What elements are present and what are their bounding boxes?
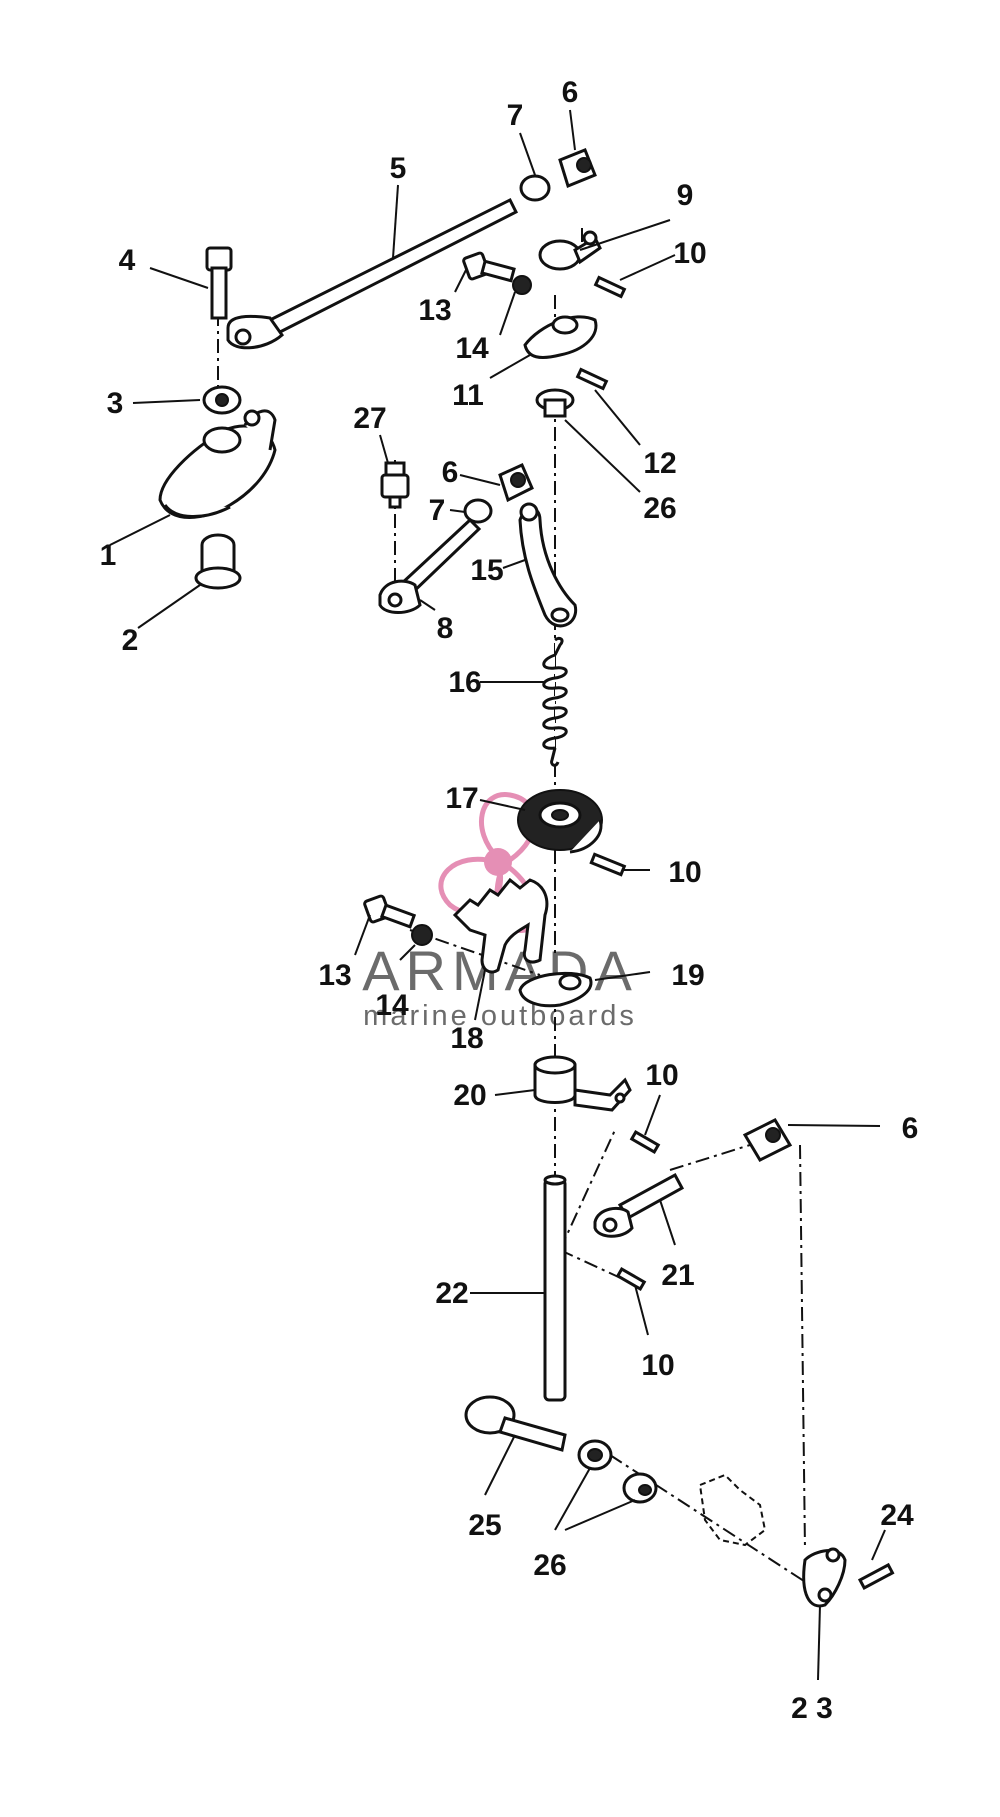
callout-25: 25: [468, 1509, 501, 1542]
part-3-nut: [202, 385, 242, 415]
callout-8: 8: [437, 612, 454, 645]
part-10-pin: [593, 275, 627, 299]
phantom-bracket: [698, 1473, 767, 1547]
part-10-pin-c: [629, 1129, 661, 1155]
part-6-ball-socket-b: [498, 463, 534, 503]
callout-labels: 4 5 7 6 9 10 13 14 3 11 12 26 27 6 7 1 1…: [100, 76, 919, 1725]
part-2-bushing: [194, 533, 242, 590]
part-24-pin: [857, 1562, 895, 1590]
callout-2: 2: [122, 624, 139, 657]
part-25-bolt: [464, 1395, 567, 1452]
part-13-screw-b: [363, 894, 417, 929]
callout-11: 11: [452, 379, 484, 412]
part-10-pin-b: [589, 852, 627, 877]
part-15-arm: [518, 502, 578, 628]
part-22-shaft: [543, 1174, 567, 1402]
callout-10-b: 10: [668, 856, 701, 889]
callout-16: 16: [448, 666, 481, 699]
part-6-ball-socket-c: [742, 1118, 793, 1162]
part-8-link: [378, 517, 482, 614]
part-27-fitting: [380, 461, 410, 509]
part-26-bushing: [535, 388, 575, 418]
part-11-lever-arm: [523, 315, 598, 359]
callout-6: 6: [562, 76, 579, 109]
callout-24: 24: [880, 1499, 914, 1532]
part-21-rod-end: [593, 1172, 685, 1238]
part-7-nut: [519, 174, 551, 202]
callout-21: 21: [661, 1259, 694, 1292]
callout-26-b: 26: [533, 1549, 566, 1582]
callout-14: 14: [455, 332, 489, 365]
part-10-pin-d: [615, 1266, 647, 1292]
part-9-lever: [538, 230, 602, 271]
callout-19: 19: [671, 959, 704, 992]
callout-3: 3: [107, 387, 124, 420]
callout-9: 9: [677, 179, 694, 212]
part-1-housing: [158, 409, 277, 519]
callout-4: 4: [119, 244, 136, 277]
part-13-screw: [462, 251, 516, 283]
leader-lines: [109, 109, 886, 1681]
callout-13-b: 13: [318, 959, 351, 992]
callout-1: 1: [100, 539, 117, 572]
callout-15: 15: [470, 554, 503, 587]
part-12-pin: [575, 367, 609, 391]
callout-7-b: 7: [429, 494, 446, 527]
part-16-spring: [542, 636, 568, 767]
part-19-collar: [518, 971, 593, 1008]
part-18-bracket: [452, 877, 549, 974]
callout-27: 27: [353, 402, 386, 435]
callout-10-c: 10: [645, 1059, 678, 1092]
callout-7: 7: [507, 99, 524, 132]
callout-20: 20: [453, 1079, 486, 1112]
part-20-lever-collar: [533, 1055, 632, 1112]
callout-12: 12: [643, 447, 676, 480]
callout-6-b: 6: [442, 456, 459, 489]
part-6-ball-socket: [558, 148, 597, 189]
callout-22: 22: [435, 1277, 468, 1310]
watermark-tagline: marine outboards: [363, 1000, 637, 1032]
part-4-bolt: [205, 246, 233, 320]
callout-13: 13: [418, 294, 451, 327]
part-26-bushings: [577, 1439, 658, 1504]
callout-10: 10: [673, 237, 706, 270]
part-14-washer-b: [411, 924, 433, 946]
part-14-washer: [512, 275, 532, 295]
callout-14-b: 14: [375, 989, 409, 1022]
part-23-lever: [802, 1547, 847, 1608]
part-7-nut-b: [463, 498, 493, 524]
part-17-cam: [517, 789, 603, 854]
callout-10-d: 10: [641, 1349, 674, 1382]
callout-23: 2 3: [791, 1692, 833, 1725]
callout-5: 5: [390, 152, 407, 185]
callout-26: 26: [643, 492, 676, 525]
callout-18: 18: [450, 1022, 483, 1055]
callout-17: 17: [445, 782, 478, 815]
part-5-link-rod: [226, 197, 519, 350]
callout-6-c: 6: [902, 1112, 919, 1145]
